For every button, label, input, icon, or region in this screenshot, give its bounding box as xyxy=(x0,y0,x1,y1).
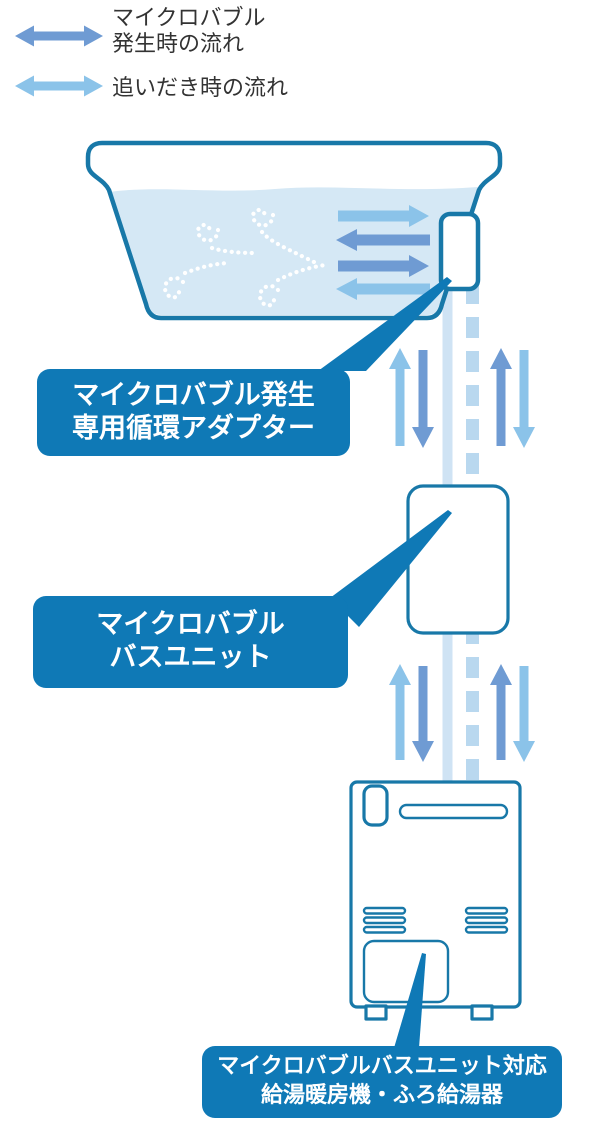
reheat-flow-arrow-icon xyxy=(15,75,103,97)
bathtub-outline xyxy=(85,140,503,321)
flow-arrows-upper xyxy=(389,348,535,448)
callout-bath-unit-label: マイクロバブル バスユニット xyxy=(33,596,348,688)
legend-label-reheat: 追いだき時の流れ xyxy=(112,76,289,101)
bubble-swirls xyxy=(162,207,328,308)
callout-pointer-heater xyxy=(394,953,426,1048)
callout-adapter-label: マイクロバブル発生 専用循環アダプター xyxy=(37,369,350,456)
bath-unit-box xyxy=(406,484,510,635)
down-arrow-light xyxy=(513,666,535,762)
heater-foot-right xyxy=(470,1004,494,1021)
up-arrow-light xyxy=(389,348,411,446)
heater-foot-left xyxy=(364,1004,388,1021)
heater-top-slot xyxy=(398,803,509,820)
callout-heater-label: マイクロバブルバスユニット対応 給湯暖房機・ふろ給湯器 xyxy=(202,1046,562,1118)
heater-vents xyxy=(362,906,509,934)
flow-arrow-right-light xyxy=(338,205,429,227)
microbubble-flow-arrow-icon xyxy=(15,25,103,47)
flow-arrow-right-dark xyxy=(338,255,429,277)
flow-arrow-left-light xyxy=(336,278,430,300)
up-arrow-light xyxy=(389,664,411,760)
callout-pointer-adapter xyxy=(318,277,452,371)
legend-label-microbubble: マイクロバブル 発生時の流れ xyxy=(112,6,266,58)
bathtub xyxy=(85,140,503,321)
up-arrow-dark xyxy=(490,664,512,760)
circulation-adapter xyxy=(438,211,481,292)
flow-arrow-left-dark xyxy=(336,229,430,251)
down-arrow-light xyxy=(513,350,535,448)
heater-window xyxy=(362,784,389,827)
water-heater xyxy=(349,780,522,1021)
heater-access-panel xyxy=(362,939,450,1004)
flow-arrows-lower xyxy=(389,664,535,762)
down-arrow-dark xyxy=(412,666,434,762)
up-arrow-dark xyxy=(490,348,512,446)
down-arrow-dark xyxy=(412,350,434,448)
callout-pointer-bath-unit xyxy=(330,510,452,627)
